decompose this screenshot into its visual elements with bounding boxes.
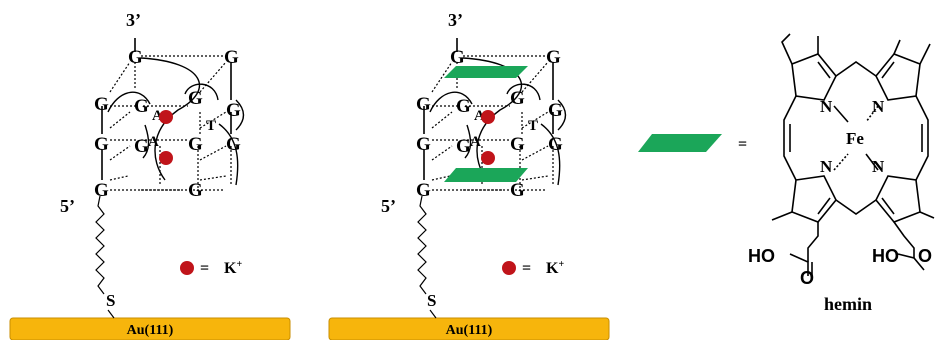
base-g: G: [548, 134, 563, 155]
hemin-n: N: [872, 97, 885, 116]
surface-label: Au(111): [127, 323, 174, 338]
three-prime-label: 3’: [126, 10, 141, 30]
hemin-ho-left: HO: [748, 246, 775, 266]
gold-surface: [9, 317, 291, 340]
base-g: G: [94, 134, 109, 155]
legend-k-label: K+: [546, 259, 564, 277]
base-g: G: [456, 96, 471, 117]
k-ion-legend-dot: [180, 261, 194, 275]
three-prime-label: 3’: [448, 10, 463, 30]
hemin-symbol: [638, 134, 722, 152]
base-a: A: [470, 134, 481, 150]
base-g: G: [134, 136, 149, 157]
hemin-ho-right: HO: [872, 246, 899, 266]
gold-surface: [328, 317, 610, 340]
five-prime-label: 5’: [381, 196, 396, 216]
hemin-plate-bottom: [444, 168, 528, 182]
base-t: T: [206, 118, 216, 134]
base-g: G: [546, 47, 561, 68]
legend-equals: =: [522, 260, 531, 277]
k-ion: [159, 151, 173, 165]
hemin-n: N: [820, 157, 833, 176]
right-quadruplex: Au(111) 3’ 5’ S G G G G G G G G G G G G …: [328, 10, 610, 340]
base-g: G: [188, 180, 203, 201]
base-a: A: [474, 108, 485, 124]
base-g: G: [188, 88, 203, 109]
legend-k-label: K+: [224, 259, 242, 277]
hemin-name: hemin: [824, 294, 872, 314]
k-ion: [481, 151, 495, 165]
k-ion: [481, 110, 495, 124]
base-a: A: [148, 134, 159, 150]
five-prime-label: 5’: [60, 196, 75, 216]
base-g: G: [510, 134, 525, 155]
legend-equals: =: [200, 260, 209, 277]
sulfur-label: S: [427, 291, 436, 310]
base-g: G: [510, 88, 525, 109]
legend-k-ion: = K+: [502, 259, 564, 277]
hemin-plate-top: [444, 66, 528, 78]
base-g: G: [134, 96, 149, 117]
hemin-key: =: [638, 33, 935, 314]
k-ion: [159, 110, 173, 124]
hemin-o-right: O: [918, 246, 932, 266]
base-g: G: [226, 134, 241, 155]
base-g: G: [188, 134, 203, 155]
hemin-n: N: [820, 97, 833, 116]
k-ion-legend-dot: [502, 261, 516, 275]
surface-label: Au(111): [446, 323, 493, 338]
legend-k-ion: = K+: [180, 259, 242, 277]
hemin-o-left: O: [800, 268, 814, 288]
base-t: T: [528, 118, 538, 134]
sulfur-label: S: [106, 291, 115, 310]
base-g: G: [226, 100, 241, 121]
base-a: A: [152, 108, 163, 124]
base-g: G: [510, 180, 525, 201]
hemin-equals: =: [738, 136, 747, 153]
hemin-fe: Fe: [846, 129, 864, 148]
base-g: G: [128, 47, 143, 68]
hemin-n: N: [872, 157, 885, 176]
base-g: G: [94, 94, 109, 115]
hemin-structure: [771, 33, 935, 276]
base-g: G: [416, 180, 431, 201]
base-g: G: [94, 180, 109, 201]
base-g: G: [456, 136, 471, 157]
base-g: G: [416, 94, 431, 115]
left-quadruplex: Au(111) 3’ 5’ S G G G G G G G G G G G G …: [9, 10, 291, 340]
base-g: G: [416, 134, 431, 155]
base-g: G: [224, 47, 239, 68]
base-g: G: [548, 100, 563, 121]
base-g: G: [450, 47, 465, 68]
